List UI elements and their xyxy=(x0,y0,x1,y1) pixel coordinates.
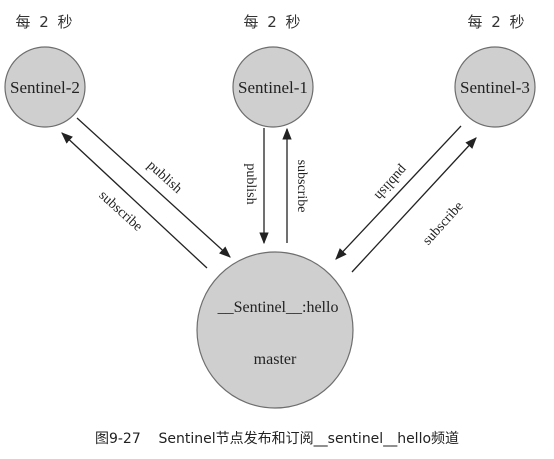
edge-subscribe-sentinel-2 xyxy=(61,132,208,269)
node-sentinel-3: Sentinel-3 xyxy=(454,46,536,128)
node-master: __Sentinel__:hello master xyxy=(196,251,354,409)
interval-label-sentinel-3: 每 2 秒 xyxy=(467,13,526,31)
master-label: master xyxy=(254,351,297,368)
node-sentinel-2-label: Sentinel-2 xyxy=(10,78,80,97)
edge-subscribe-sentinel-3 xyxy=(351,137,477,273)
node-sentinel-2: Sentinel-2 xyxy=(4,46,86,128)
figure-caption: 图9-27 Sentinel节点发布和订阅__sentinel__hello频道 xyxy=(95,431,459,447)
edge-publish-sentinel-3 xyxy=(335,125,462,260)
edge-publish-sentinel-2 xyxy=(76,117,231,258)
node-sentinel-1-label: Sentinel-1 xyxy=(238,78,308,97)
edge-label-publish-sentinel-1: publish xyxy=(243,163,258,204)
channel-label: __Sentinel__:hello xyxy=(217,299,339,316)
interval-label-sentinel-2: 每 2 秒 xyxy=(15,13,74,31)
node-sentinel-3-label: Sentinel-3 xyxy=(460,78,530,97)
edge-label-publish-sentinel-2: publish xyxy=(144,158,185,197)
edge-label-subscribe-sentinel-2: subscribe xyxy=(96,188,145,235)
edge-label-subscribe-sentinel-3: subscribe xyxy=(420,199,467,248)
edge-label-publish-sentinel-3: publish xyxy=(371,162,410,203)
node-sentinel-1: Sentinel-1 xyxy=(232,46,314,128)
edge-label-subscribe-sentinel-1: subscribe xyxy=(294,160,309,213)
interval-label-sentinel-1: 每 2 秒 xyxy=(243,13,302,31)
